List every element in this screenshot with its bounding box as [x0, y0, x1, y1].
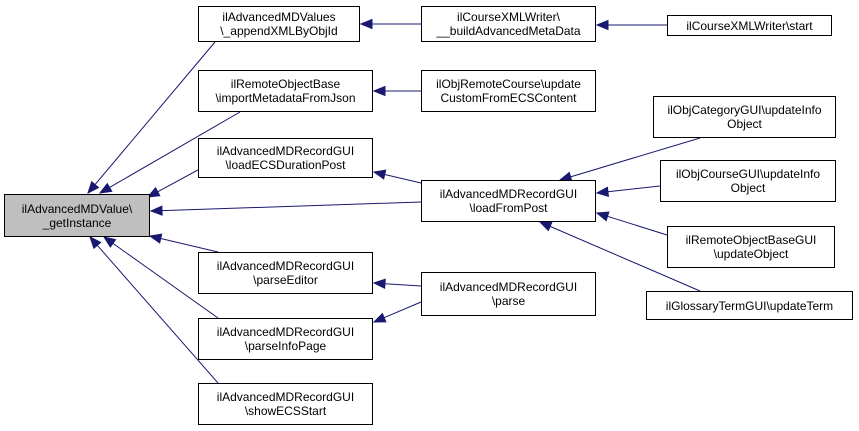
node-parseinfo[interactable]: ilAdvancedMDRecordGUI \parseInfoPage [198, 318, 373, 360]
edge-arrowhead [595, 186, 610, 197]
node-importmeta-line1: ilRemoteObjectBase [230, 77, 341, 91]
edge-line [383, 301, 422, 319]
edge-arrowhead [359, 18, 373, 30]
node-parseinfo-line1: ilAdvancedMDRecordGUI [216, 325, 355, 339]
edge-xmlstart-to-buildadv [595, 19, 667, 31]
edge-arrowhead [595, 19, 609, 31]
node-glossary-line1: ilGlossaryTermGUI\updateTerm [665, 298, 834, 313]
node-catupdate[interactable]: ilObjCategoryGUI\updateInfo Object [653, 96, 836, 138]
edge-arrowhead [89, 236, 102, 250]
node-xmlstart[interactable]: ilCourseXMLWriter\start [667, 15, 832, 36]
node-buildadv-line2: __buildAdvancedMetaData [436, 24, 581, 38]
edge-line [161, 201, 422, 212]
node-courseupdate-line1: ilObjCourseGUI\updateInfo [675, 167, 821, 181]
edge-showecs-to-getinstance [89, 236, 219, 384]
node-loadecs[interactable]: ilAdvancedMDRecordGUI \loadECSDurationPo… [198, 138, 373, 178]
node-showecs-line1: ilAdvancedMDRecordGUI [216, 390, 355, 404]
edge-line [160, 238, 219, 253]
edge-parse-to-parseinfo [372, 301, 422, 323]
node-showecs-line2: \showECSStart [244, 404, 327, 418]
edge-arrowhead [102, 236, 117, 248]
edge-appendxml-to-getinstance [87, 41, 216, 195]
node-appendxml[interactable]: ilAdvancedMDValues \_appendXMLByObjId [198, 6, 360, 42]
edge-parseinfo-to-getinstance [102, 236, 219, 319]
edge-loadfrompost-to-getinstance [149, 201, 422, 216]
node-parseeditor-line2: \parseEditor [253, 273, 318, 287]
node-loadfrompost-line2: \loadFromPost [469, 201, 548, 215]
node-xmlstart-line1: ilCourseXMLWriter\start [686, 18, 813, 33]
edge-line [112, 242, 219, 319]
node-catupdate-line2: Object [727, 117, 762, 131]
edge-line [109, 111, 241, 188]
node-catupdate-line1: ilObjCategoryGUI\updateInfo [667, 103, 822, 117]
edge-glossary-to-loadfrompost [538, 221, 701, 292]
edge-line [570, 137, 701, 178]
node-parse-line2: \parse [491, 294, 526, 308]
edge-arrowhead [595, 211, 610, 222]
edge-arrowhead [372, 85, 386, 97]
node-appendxml-line1: ilAdvancedMDValues [222, 10, 336, 24]
node-parseinfo-line2: \parseInfoPage [244, 339, 327, 353]
edge-parseeditor-to-getinstance [148, 233, 219, 253]
node-appendxml-line2: \_appendXMLByObjId [220, 24, 338, 38]
edge-arrowhead [149, 205, 163, 216]
node-parseeditor[interactable]: ilAdvancedMDRecordGUI \parseEditor [198, 252, 373, 294]
node-getinstance: ilAdvancedMDValue\ _getInstance [4, 194, 150, 237]
edge-courseupdate-to-loadfrompost [595, 185, 661, 197]
node-remoteupdate-line1: ilRemoteObjectBaseGUI [685, 233, 817, 247]
edge-loadfrompost-to-loadecs [372, 169, 422, 184]
node-courseupdate[interactable]: ilObjCourseGUI\updateInfo Object [660, 160, 836, 202]
node-buildadv-line1: ilCourseXMLWriter\ [457, 10, 560, 24]
node-getinstance-line2: _getInstance [42, 215, 112, 230]
edge-remoteupdate-to-loadfrompost [595, 211, 668, 236]
edge-line [549, 225, 701, 292]
edge-buildadv-to-appendxml [359, 18, 421, 30]
edge-arrowhead [98, 182, 113, 194]
edge-arrowhead [87, 180, 100, 195]
node-updatecustom-line1: ilObjRemoteCourse\update [436, 77, 581, 91]
node-loadfrompost[interactable]: ilAdvancedMDRecordGUI \loadFromPost [421, 180, 596, 222]
node-parse[interactable]: ilAdvancedMDRecordGUI \parse [421, 272, 596, 316]
edge-arrowhead [148, 233, 163, 244]
node-remoteupdate[interactable]: ilRemoteObjectBaseGUI \updateObject [667, 226, 835, 268]
edge-arrowhead [372, 312, 387, 323]
node-getinstance-line1: ilAdvancedMDValue\ [21, 201, 133, 216]
edge-arrowhead [372, 169, 387, 180]
edge-line [607, 185, 661, 193]
edge-line [384, 283, 422, 287]
node-showecs[interactable]: ilAdvancedMDRecordGUI \showECSStart [198, 383, 373, 425]
node-loadfrompost-line1: ilAdvancedMDRecordGUI [439, 187, 578, 201]
node-loadecs-line2: \loadECSDurationPost [225, 158, 346, 172]
node-parseeditor-line1: ilAdvancedMDRecordGUI [216, 259, 355, 273]
node-remoteupdate-line2: \updateObject [713, 247, 789, 261]
node-updatecustom[interactable]: ilObjRemoteCourse\update CustomFromECSCo… [421, 70, 596, 112]
edge-line [94, 41, 216, 185]
edge-parse-to-parseeditor [372, 278, 422, 289]
edge-line [96, 244, 219, 384]
node-buildadv[interactable]: ilCourseXMLWriter\ __buildAdvancedMetaDa… [421, 6, 596, 42]
node-glossary[interactable]: ilGlossaryTermGUI\updateTerm [646, 291, 853, 320]
edge-importmeta-to-getinstance [98, 111, 241, 194]
edge-updatecustom-to-importmeta [372, 85, 421, 97]
edge-line [607, 215, 668, 236]
node-courseupdate-line2: Object [730, 181, 766, 195]
edge-arrowhead [538, 221, 553, 232]
node-importmeta-line2: \importMetadataFromJson [215, 91, 356, 105]
node-updatecustom-line2: CustomFromECSContent [440, 91, 577, 105]
node-importmeta[interactable]: ilRemoteObjectBase \importMetadataFromJs… [198, 70, 373, 112]
edge-line [384, 174, 422, 184]
node-parse-line1: ilAdvancedMDRecordGUI [439, 280, 578, 294]
node-loadecs-line1: ilAdvancedMDRecordGUI [216, 144, 355, 158]
edge-arrowhead [372, 278, 386, 289]
edge-arrowhead [146, 186, 161, 198]
